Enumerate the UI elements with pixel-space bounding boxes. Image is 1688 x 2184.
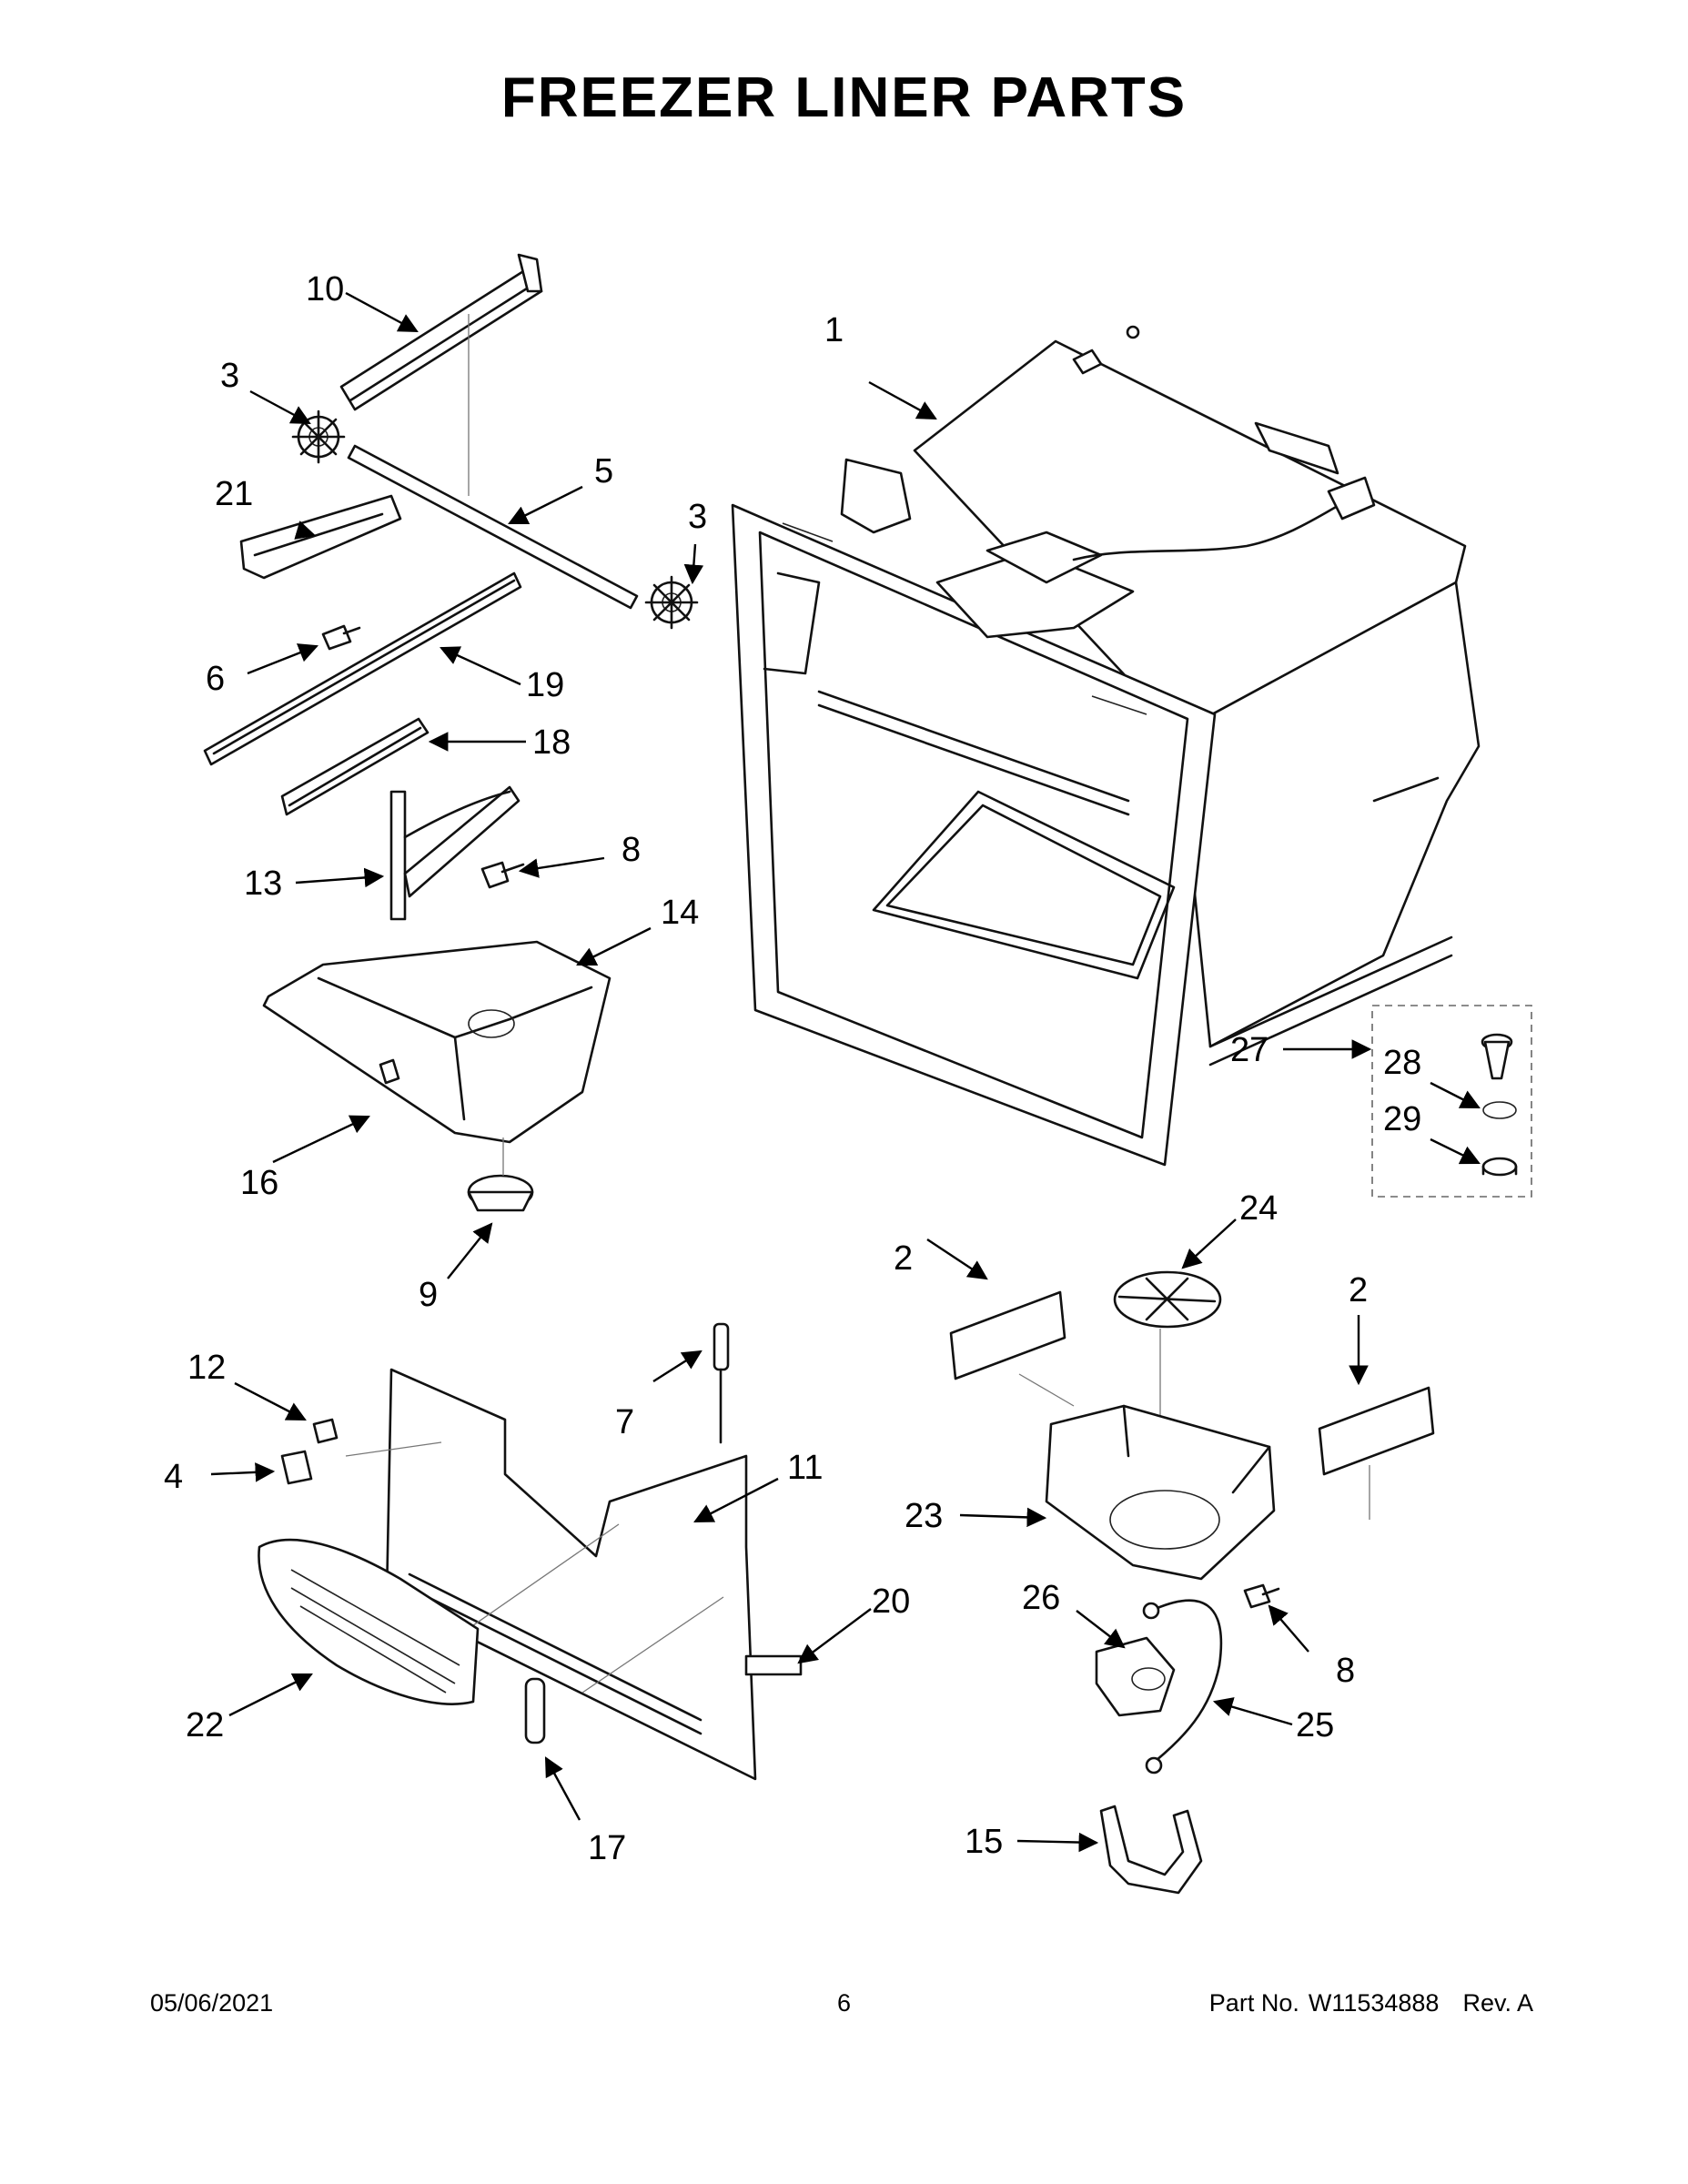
part-19-slide-rail	[203, 571, 522, 766]
callout-22: 22	[186, 1706, 224, 1744]
part-9-motor	[467, 1174, 534, 1212]
callout-3-left: 3	[220, 357, 239, 395]
callout-9: 9	[419, 1276, 438, 1314]
part-4-bracket	[280, 1450, 313, 1485]
part-20-strip	[744, 1654, 803, 1676]
part-24-fan-blade	[1113, 1270, 1222, 1329]
leader-lines	[210, 291, 1481, 1853]
part-15-motor-bracket	[1099, 1805, 1203, 1895]
callout-7: 7	[615, 1403, 634, 1441]
footer-date: 05/06/2021	[150, 1989, 274, 2017]
part-26-fan-motor	[1095, 1636, 1176, 1717]
part-2-pad-right	[1318, 1386, 1435, 1476]
callout-29: 29	[1383, 1100, 1421, 1138]
part-8-screw-upper	[480, 861, 525, 889]
part-13-bracket	[389, 785, 521, 921]
callout-10: 10	[306, 270, 344, 308]
callout-26: 26	[1022, 1579, 1060, 1617]
part-7-thermistor	[713, 1322, 730, 1444]
callout-24: 24	[1239, 1189, 1278, 1228]
part-17-clip	[524, 1677, 546, 1744]
part-14-housing	[262, 940, 612, 1144]
callout-labels: 1 2 2 3 3 4 5 6 7 8 8 9 10 11 12 13 14 1…	[164, 270, 1421, 1867]
part-11-evaporator-cover	[385, 1368, 757, 1781]
callout-11: 11	[787, 1449, 823, 1487]
part-25-wire-harness	[1142, 1599, 1223, 1774]
footer-part-info: Part No. W11534888 Rev. A	[1200, 1989, 1533, 2017]
footer-page-number: 6	[836, 1989, 852, 2017]
callout-6: 6	[206, 660, 225, 698]
callout-23: 23	[905, 1497, 943, 1535]
callout-2-right: 2	[1349, 1271, 1368, 1309]
footer-part-number: W11534888	[1308, 1989, 1440, 2017]
part-10-rail	[339, 253, 543, 411]
callout-21: 21	[215, 475, 253, 513]
part-3-gear-right	[644, 575, 699, 630]
footer-revision: Rev. A	[1462, 1989, 1533, 2017]
callout-4: 4	[164, 1458, 183, 1496]
callout-2-left: 2	[894, 1239, 913, 1278]
part-16-switch	[379, 1058, 400, 1085]
page-title: FREEZER LINER PARTS	[500, 66, 1188, 129]
callout-5: 5	[594, 452, 613, 490]
callout-14: 14	[661, 894, 699, 932]
callout-1: 1	[824, 311, 844, 349]
part-1-freezer-liner	[731, 325, 1481, 1167]
callout-19: 19	[526, 666, 564, 704]
part-12-screw	[312, 1418, 339, 1444]
part-6-screw	[321, 624, 361, 651]
callout-12: 12	[187, 1349, 226, 1387]
part-28-fitting	[1481, 1033, 1513, 1080]
part-8-screw-lower	[1243, 1583, 1280, 1609]
part-18-rail	[280, 717, 430, 816]
callout-17: 17	[588, 1829, 626, 1867]
callout-8-lower: 8	[1336, 1652, 1355, 1690]
callout-25: 25	[1296, 1706, 1334, 1744]
callout-15: 15	[965, 1823, 1003, 1861]
callout-20: 20	[872, 1582, 910, 1621]
part-2-pad-left	[949, 1290, 1066, 1380]
part-27-kit-box	[1371, 1005, 1532, 1198]
part-29-gasket	[1481, 1101, 1518, 1177]
part-5-rod	[347, 444, 639, 610]
callout-8-upper: 8	[622, 831, 641, 869]
part-3-gear-left	[291, 410, 346, 464]
part-23-fan-shroud	[1045, 1404, 1276, 1581]
callout-28: 28	[1383, 1044, 1421, 1082]
callout-27: 27	[1230, 1031, 1269, 1069]
callout-13: 13	[244, 864, 282, 903]
footer-part-label: Part No.	[1208, 1989, 1299, 2017]
part-21-bracket	[239, 494, 402, 580]
callout-16: 16	[240, 1164, 278, 1202]
part-22-grille	[258, 1538, 480, 1705]
callout-18: 18	[532, 723, 571, 762]
callout-3-right: 3	[688, 498, 707, 536]
